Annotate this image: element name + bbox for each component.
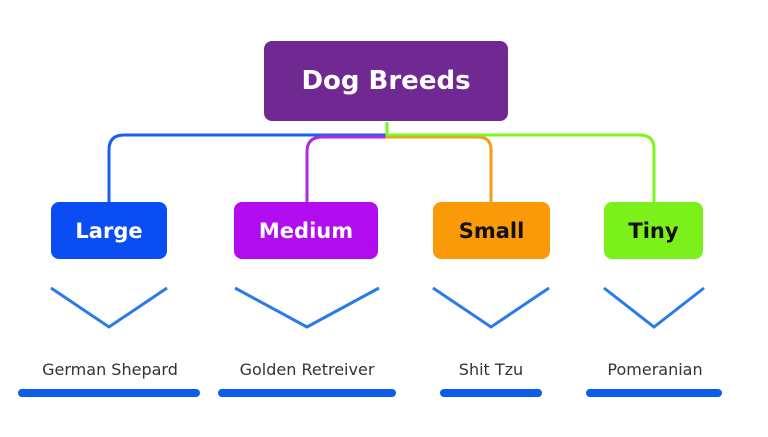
- example-label-tiny: Pomeranian: [607, 360, 703, 379]
- category-label-medium: Medium: [258, 218, 354, 243]
- underline-medium: [218, 389, 396, 397]
- underline-large: [18, 389, 200, 397]
- connector-tiny: [385, 122, 656, 202]
- category-node-small: Small: [433, 202, 550, 259]
- category-node-large: Large: [51, 202, 167, 259]
- example-label-medium: Golden Retreiver: [239, 360, 375, 379]
- chevron-tiny: [603, 286, 705, 329]
- example-label-large: German Shepard: [42, 360, 178, 379]
- root-label: Dog Breeds: [301, 66, 471, 96]
- category-label-large: Large: [75, 218, 143, 243]
- connector-medium: [305, 128, 389, 202]
- connector-small: [385, 128, 493, 202]
- root-node: Dog Breeds: [264, 41, 508, 121]
- category-node-medium: Medium: [234, 202, 378, 259]
- example-label-small: Shit Tzu: [458, 360, 524, 379]
- category-node-tiny: Tiny: [604, 202, 703, 259]
- underline-tiny: [586, 389, 722, 397]
- underline-small: [440, 389, 542, 397]
- category-label-tiny: Tiny: [628, 218, 679, 243]
- chevron-large: [50, 286, 168, 329]
- chevron-small: [432, 286, 550, 329]
- connector-large: [107, 122, 389, 202]
- category-label-small: Small: [458, 218, 525, 243]
- chevron-medium: [234, 286, 380, 329]
